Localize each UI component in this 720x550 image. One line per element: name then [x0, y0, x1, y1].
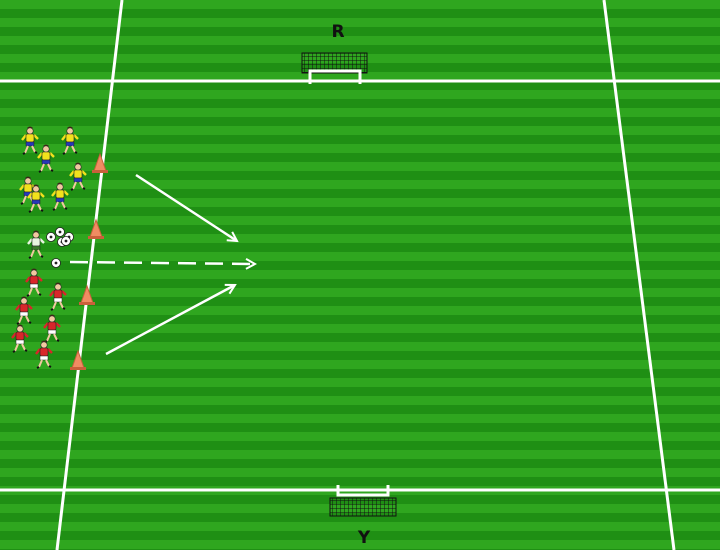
grass-stripe — [0, 288, 720, 297]
grass-stripe — [0, 243, 720, 252]
top-goal-label: R — [331, 22, 344, 42]
grass-stripe — [0, 297, 720, 306]
grass-stripe — [0, 27, 720, 36]
grass-stripe — [0, 198, 720, 207]
grass-stripe — [0, 216, 720, 225]
soccer-ball-icon — [52, 259, 61, 268]
grass-stripe — [0, 279, 720, 288]
grass-stripe — [0, 468, 720, 477]
grass-stripe — [0, 135, 720, 144]
grass-stripe — [0, 225, 720, 234]
grass-stripe — [0, 450, 720, 459]
bottom-goal-net — [330, 498, 396, 516]
soccer-ball-icon — [56, 228, 65, 237]
grass-stripe — [0, 315, 720, 324]
grass-stripe — [0, 477, 720, 486]
grass-stripe — [0, 405, 720, 414]
grass-stripe — [0, 153, 720, 162]
grass-stripe — [0, 396, 720, 405]
grass-stripe — [0, 432, 720, 441]
grass-stripe — [0, 90, 720, 99]
grass-stripe — [0, 360, 720, 369]
soccer-ball-icon — [62, 237, 71, 246]
grass-stripe — [0, 36, 720, 45]
grass-stripe — [0, 207, 720, 216]
grass-stripe — [0, 180, 720, 189]
grass-stripe — [0, 0, 720, 9]
grass-stripe — [0, 162, 720, 171]
grass-stripe — [0, 189, 720, 198]
grass-stripe — [0, 342, 720, 351]
grass-stripe — [0, 378, 720, 387]
bottom-goal-label: Y — [357, 528, 371, 548]
grass-stripe — [0, 369, 720, 378]
grass-stripe — [0, 414, 720, 423]
grass-stripe — [0, 333, 720, 342]
grass-stripe — [0, 234, 720, 243]
soccer-ball-icon — [47, 233, 56, 242]
grass-stripe — [0, 459, 720, 468]
grass-stripe — [0, 423, 720, 432]
grass-stripe — [0, 9, 720, 18]
grass-stripe — [0, 270, 720, 279]
grass-stripe — [0, 18, 720, 27]
grass-stripe — [0, 387, 720, 396]
grass-stripe — [0, 144, 720, 153]
grass-stripe — [0, 441, 720, 450]
grass-stripe — [0, 252, 720, 261]
grass-stripe — [0, 306, 720, 315]
grass-stripe — [0, 324, 720, 333]
